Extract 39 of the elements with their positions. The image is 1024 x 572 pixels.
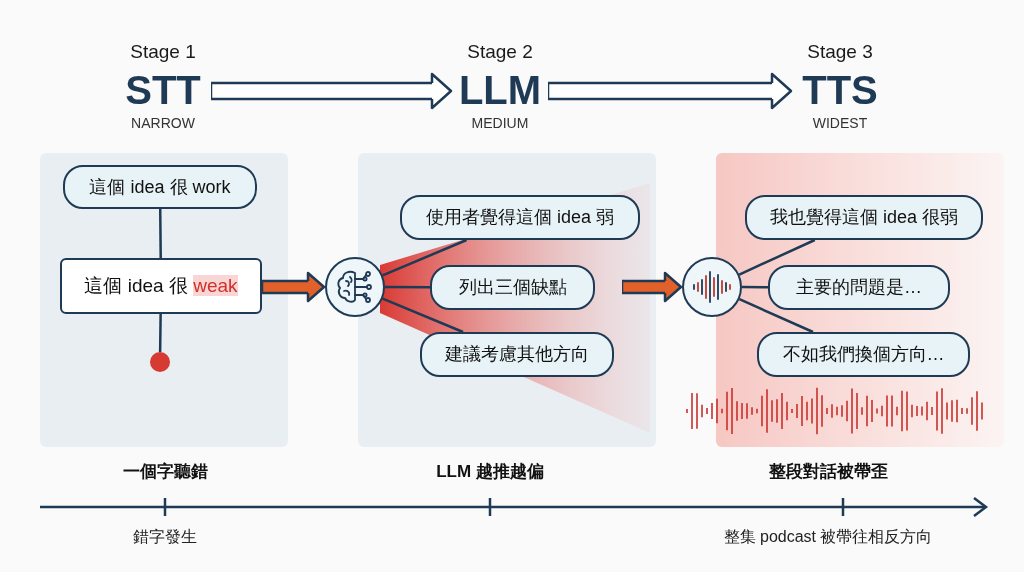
stage-title: STT: [125, 66, 201, 113]
stage-caption: LLM 越推越偏: [436, 461, 544, 484]
speech-bubble: [430, 265, 595, 310]
speech-text: 建議考慮其他方向: [445, 343, 589, 366]
stage-number: Stage 1: [130, 40, 196, 64]
stage-title: LLM: [458, 66, 542, 113]
transcript-box: [60, 258, 262, 314]
speech-text: 使用者覺得這個 idea 弱: [425, 206, 614, 229]
speech-text: 主要的問題是…: [796, 276, 922, 299]
connector-line: [158, 314, 162, 352]
connector-line: [742, 285, 768, 289]
stage-number: Stage 2: [467, 40, 533, 64]
stage-caption: 一個字聽錯: [122, 461, 208, 484]
stage-caption: 整段對話被帶歪: [768, 461, 888, 484]
stage-title: TTS: [802, 66, 878, 113]
connector-line: [382, 238, 468, 277]
stage-panel: [358, 153, 656, 447]
timeline-label: 錯字發生: [133, 527, 197, 547]
speech-bubble: [420, 332, 614, 377]
speech-text: 列出三個缺點: [458, 276, 567, 299]
stage-width: MEDIUM: [471, 113, 529, 133]
speech-text: 這個 idea 很 work: [89, 175, 231, 199]
transcript-text: 這個 idea 很 weak: [84, 273, 238, 298]
speech-text: 我也覺得這個 idea 很弱: [769, 206, 958, 229]
speech-bubble: [757, 332, 970, 377]
speech-bubble: [400, 195, 640, 240]
connector-line: [385, 285, 430, 289]
stage-width: WIDEST: [812, 113, 868, 133]
stage-panel: [40, 153, 288, 447]
connector-line: [382, 297, 464, 334]
connector-line: [738, 238, 816, 276]
stage-width: NARROW: [131, 113, 195, 133]
speech-bubble: [745, 195, 983, 240]
speech-bubble: [63, 165, 257, 209]
speech-bubble: [768, 265, 950, 310]
speech-text: 不如我們換個方向…: [782, 343, 945, 366]
timeline-label: 整集 podcast 被帶往相反方向: [723, 527, 933, 547]
stage-number: Stage 3: [807, 40, 873, 64]
connector-line: [158, 209, 162, 258]
